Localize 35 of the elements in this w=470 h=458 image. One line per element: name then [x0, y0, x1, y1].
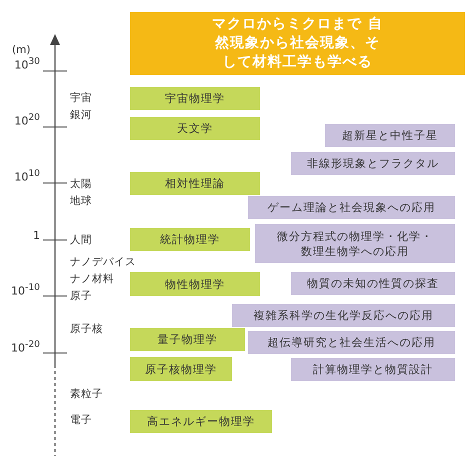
topic-box: 超伝導研究と社会生活への応用	[248, 331, 455, 354]
scale-label: 銀河	[70, 109, 92, 121]
tick-label: 10$^{20}$	[13, 112, 40, 128]
topic-box: 超新星と中性子星	[325, 124, 455, 147]
scale-label: 太陽	[70, 178, 92, 190]
tick-label: 10$^{30}$	[13, 56, 40, 72]
scale-label: 原子核	[70, 323, 103, 335]
tick-label: 10$^{10}$	[13, 168, 40, 184]
tick-label: 10$^{-10}$	[10, 282, 40, 298]
scale-label: 宇宙	[70, 92, 92, 104]
scale-label: 原子	[70, 290, 92, 302]
field-box: 相対性理論	[130, 172, 260, 195]
topic-box: 計算物理学と物質設計	[291, 358, 455, 381]
topic-box: 複雑系科学の生化学反応への応用	[232, 304, 455, 327]
scale-label: ナノデバイス	[70, 256, 136, 268]
scale-label: ナノ材料	[70, 273, 114, 285]
scale-label: 素粒子	[70, 388, 103, 400]
field-box: 高エネルギー物理学	[130, 410, 272, 433]
scale-label: 電子	[70, 414, 92, 426]
field-box: 宇宙物理学	[130, 87, 260, 110]
title-banner: マクロからミクロまで 自然現象から社会現象、そして材料工学も学べる	[130, 12, 465, 75]
field-box: 統計物理学	[130, 228, 250, 251]
field-box: 量子物理学	[130, 328, 245, 351]
field-box: 物性物理学	[130, 272, 260, 296]
topic-box: 非線形現象とフラクタル	[291, 152, 455, 175]
scale-label: 地球	[70, 195, 92, 207]
topic-box: ゲーム理論と社会現象への応用	[248, 196, 455, 219]
field-box: 天文学	[130, 117, 260, 140]
scale-label: 人間	[70, 234, 92, 246]
topic-box: 微分方程式の物理学・化学・数理生物学への応用	[255, 224, 455, 263]
topic-box: 物質の未知の性質の探査	[291, 272, 455, 295]
tick-label: 10$^{-20}$	[10, 339, 40, 355]
field-box: 原子核物理学	[130, 357, 232, 381]
tick-label: 1	[32, 230, 40, 242]
unit-label: (m)	[12, 44, 30, 56]
